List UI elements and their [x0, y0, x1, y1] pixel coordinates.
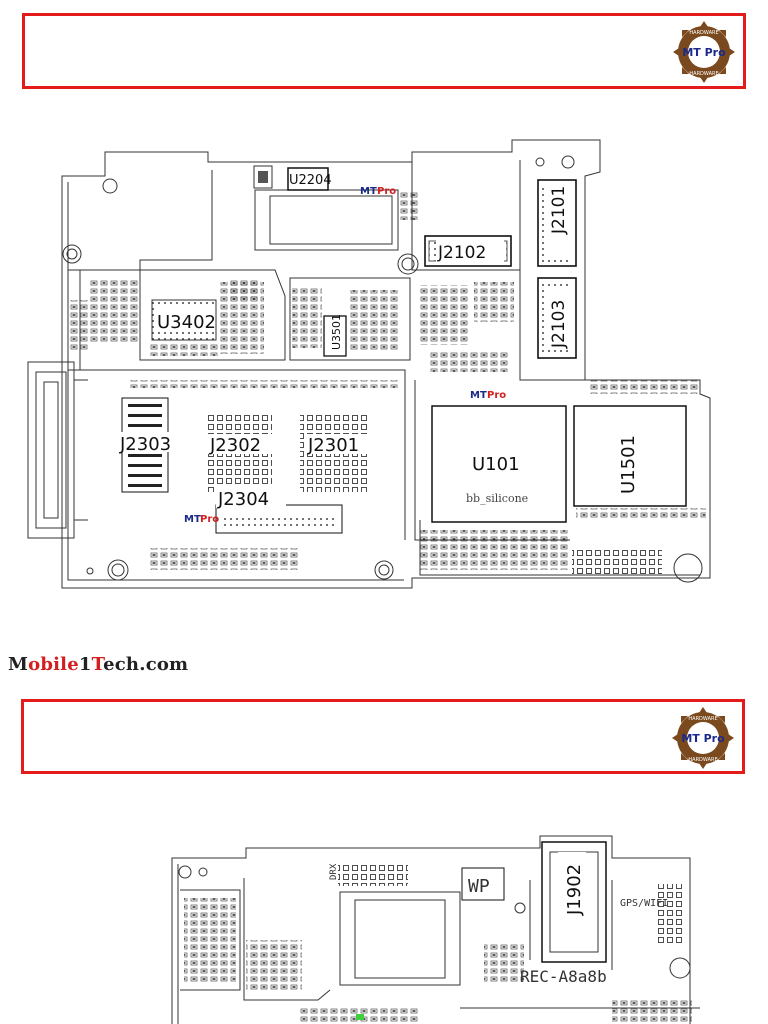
- mt-pro-logo: HARDWARE HARDWARE MT Pro: [672, 707, 734, 769]
- mt-pro-logo: HARDWARE HARDWARE MT Pro: [673, 21, 735, 83]
- logo-main-text: MT Pro: [681, 732, 725, 745]
- watermark-mt: MT: [470, 390, 487, 401]
- header-banner-top: HARDWARE HARDWARE MT Pro: [22, 13, 746, 89]
- j2102-connector: J2102: [424, 235, 512, 267]
- u101-label: U101: [472, 454, 520, 475]
- j2302-label: J2302: [209, 435, 261, 456]
- u2204-component: U2204: [253, 165, 332, 191]
- j2304-label: J2304: [217, 489, 269, 510]
- j2301-connector: J2301: [300, 412, 370, 492]
- drx-label: DRX: [329, 863, 339, 880]
- sim-tray: [27, 361, 88, 539]
- logo-top-text: HARDWARE: [688, 716, 717, 722]
- header-banner-bottom: HARDWARE HARDWARE MT Pro: [21, 699, 745, 774]
- board-1-outline: [61, 139, 711, 589]
- site-name-part: 1: [78, 654, 92, 675]
- gps-wifi-label: GPS/WIFI: [620, 898, 668, 909]
- j1902-label: J1902: [564, 864, 585, 916]
- site-name: Mobile1Tech.com: [8, 654, 188, 675]
- site-name-part: ech.com: [103, 654, 189, 675]
- small-components-board-2: [184, 864, 692, 1024]
- mt-pro-watermark: MT Pro MT Pro MT Pro: [184, 186, 506, 525]
- mounting-holes: [62, 155, 703, 583]
- logo-bottom-text: HARDWARE: [689, 71, 718, 77]
- watermark-pro: Pro: [487, 390, 506, 401]
- site-name-part: T: [91, 654, 104, 675]
- watermark-mt: MT: [184, 514, 201, 525]
- j2303-label: J2303: [119, 434, 171, 455]
- j2103-connector: J2103: [537, 277, 577, 359]
- j2103-label: J2103: [549, 300, 569, 349]
- j1902-connector: J1902: [541, 841, 607, 963]
- rec-label: REC-A8a8b: [520, 967, 607, 986]
- site-name-part: obile: [28, 654, 79, 675]
- wp-label: WP: [468, 876, 490, 897]
- j2101-connector: J2101: [537, 179, 577, 267]
- watermark-pro: Pro: [377, 186, 396, 197]
- u3501-component: U3501: [292, 288, 400, 357]
- u101-chip: U101 bb_silicone: [431, 405, 567, 523]
- logo-bottom-text: HARDWARE: [688, 757, 717, 763]
- watermark-pro: Pro: [200, 514, 219, 525]
- board-2-outline: [171, 835, 691, 1024]
- logo-main-text: MT Pro: [682, 46, 726, 59]
- u2204-label: U2204: [289, 173, 332, 188]
- wp-box: WP: [461, 867, 505, 901]
- board-1: [61, 139, 711, 589]
- u1501-label: U1501: [618, 435, 639, 494]
- j2302-connector: J2302: [206, 412, 272, 492]
- j2301-label: J2301: [307, 435, 359, 456]
- site-name-part: M: [8, 654, 29, 675]
- j2102-label: J2102: [437, 243, 486, 263]
- u3402-component: U3402: [90, 280, 264, 356]
- u3402-label: U3402: [157, 312, 216, 333]
- u1501-chip: U1501: [573, 405, 687, 507]
- small-components: [70, 192, 706, 576]
- u101-sublabel: bb_silicone: [466, 492, 528, 505]
- j2303-connector: J2303: [118, 397, 182, 493]
- board-2: [171, 835, 700, 1024]
- j2304-connector: J2304: [215, 486, 343, 534]
- watermark-mt: MT: [360, 186, 377, 197]
- u3501-label: U3501: [330, 314, 343, 350]
- j2101-label: J2101: [549, 186, 569, 235]
- logo-top-text: HARDWARE: [689, 30, 718, 36]
